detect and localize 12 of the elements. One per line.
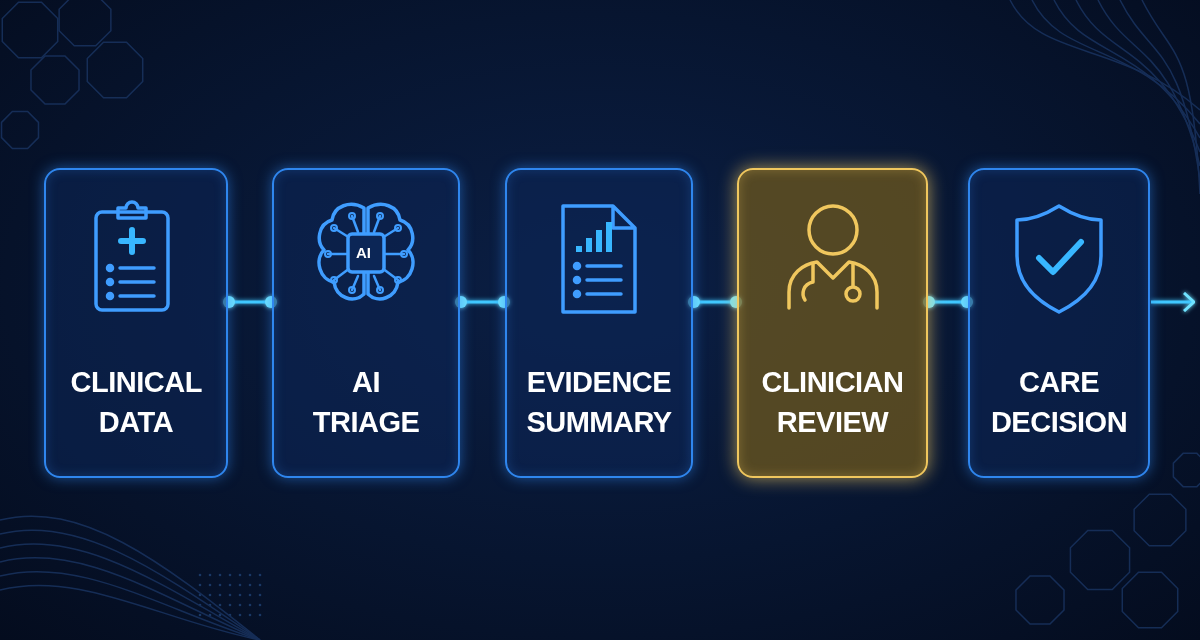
process-card <box>505 168 693 478</box>
process-card <box>272 168 460 478</box>
process-card <box>44 168 228 478</box>
chip-label: AI <box>356 245 371 261</box>
process-card <box>968 168 1150 478</box>
step-label: EVIDENCE SUMMARY <box>526 365 672 440</box>
step-label: CLINICIAN REVIEW <box>761 365 904 440</box>
process-card <box>737 168 928 478</box>
step-label: CLINICAL DATA <box>70 365 202 440</box>
step-label: CARE DECISION <box>990 365 1128 440</box>
step-label: AI TRIAGE <box>312 365 420 440</box>
connector-arrow <box>1151 291 1196 313</box>
